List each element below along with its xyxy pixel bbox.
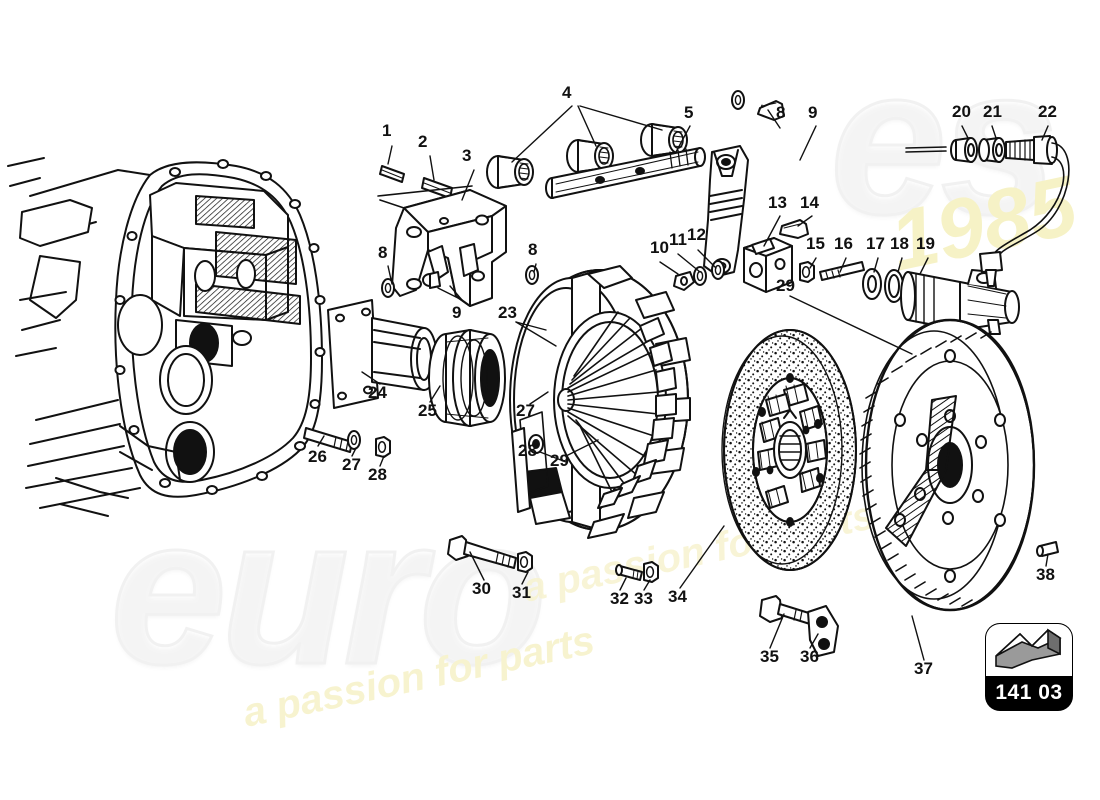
callout-1: 1 [382, 121, 392, 140]
hose-22 [979, 135, 1070, 287]
nut-21 [978, 137, 1006, 163]
callout-5: 5 [684, 103, 694, 122]
pressure-plate-cover [509, 265, 691, 539]
callout-24: 24 [368, 383, 387, 402]
stud-26 [303, 427, 353, 453]
clutch-friction-disc [721, 329, 857, 571]
callout-2: 2 [418, 132, 428, 151]
nut-33 [643, 561, 659, 583]
callout-16: 16 [834, 234, 853, 253]
callout-36: 36 [800, 647, 819, 666]
washer-27-left [347, 430, 361, 450]
callout-27-cover: 27 [516, 401, 535, 420]
part-group-badge: 141 03 [986, 624, 1072, 710]
callout-14: 14 [800, 193, 819, 212]
callout-26: 26 [308, 447, 327, 466]
washer-8-fork [525, 265, 539, 285]
callout-8: 8 [776, 103, 786, 122]
screw-32 [615, 564, 643, 581]
bolt-30 [447, 535, 517, 569]
callout-4: 4 [562, 83, 572, 102]
gearbox-housing [7, 157, 438, 517]
badge-number: 141 03 [995, 681, 1063, 704]
callout-33: 33 [634, 589, 653, 608]
hydraulic-line [905, 135, 1070, 287]
callout-23: 23 [498, 303, 517, 322]
callout-37: 37 [914, 659, 933, 678]
pivot-pin-10 [673, 271, 695, 291]
release-lever-arm [703, 145, 749, 277]
washer-11 [693, 266, 707, 286]
callout-8-fork-left: 8 [378, 243, 388, 262]
callout-18: 18 [890, 234, 909, 253]
callout-25: 25 [418, 401, 437, 420]
washer-8-top [731, 90, 745, 110]
release-bearing [428, 329, 506, 427]
callout-38: 38 [1036, 565, 1055, 584]
bushing-left [486, 155, 534, 189]
callout-13: 13 [768, 193, 787, 212]
callout-15: 15 [806, 234, 825, 253]
callout-28-cover: 28 [518, 441, 537, 460]
washer-12 [711, 260, 725, 280]
callout-9-fork: 9 [452, 303, 462, 322]
callout-35: 35 [760, 647, 779, 666]
push-rod-16 [819, 261, 865, 281]
callout-29-top: 29 [776, 276, 795, 295]
callout-34: 34 [668, 587, 687, 606]
bracket-36 [807, 605, 839, 657]
callout-31: 31 [512, 583, 531, 602]
dowel-pin-1 [379, 165, 405, 183]
chevron-block-icon [995, 628, 1062, 669]
callout-32: 32 [610, 589, 629, 608]
callout-20: 20 [952, 102, 971, 121]
callout-17: 17 [866, 234, 885, 253]
nut-28-left [375, 436, 391, 458]
clevis-13 [743, 237, 793, 293]
callout-27: 27 [342, 455, 361, 474]
callout-28: 28 [368, 465, 387, 484]
bolt-35 [759, 595, 813, 625]
callout-8-fork-right: 8 [528, 240, 538, 259]
release-fork-bracket [377, 185, 507, 307]
callout-22: 22 [1038, 102, 1057, 121]
badge-icon-area [986, 624, 1072, 676]
callout-21: 21 [983, 102, 1002, 121]
seal-17 [862, 268, 882, 300]
callout-12: 12 [687, 225, 706, 244]
ring-18 [884, 269, 904, 303]
callout-10: 10 [650, 238, 669, 257]
bolt-8-top [757, 100, 785, 121]
callout-19: 19 [916, 234, 935, 253]
callout-3: 3 [462, 146, 472, 165]
callout-30: 30 [472, 579, 491, 598]
dowel-38 [1036, 541, 1059, 557]
nut-31 [517, 551, 533, 573]
flywheel [859, 318, 1036, 612]
fitting-20 [950, 137, 978, 163]
callout-29-cover: 29 [550, 451, 569, 470]
callout-9: 9 [808, 103, 818, 122]
callout-11: 11 [669, 230, 687, 249]
fork-shaft [545, 147, 706, 199]
